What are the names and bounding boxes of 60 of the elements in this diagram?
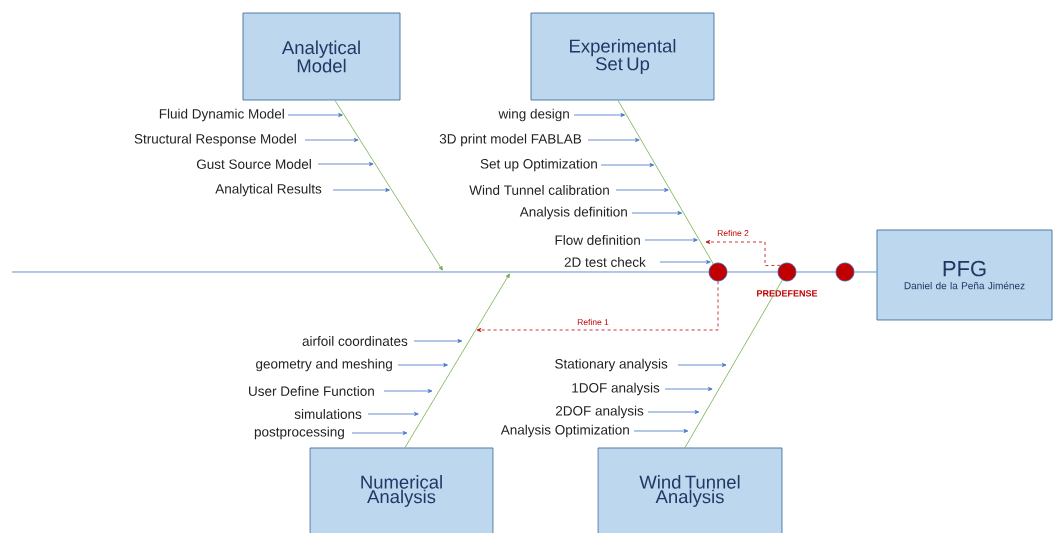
cause-label: User Define Function bbox=[249, 386, 374, 396]
dashed-arrow bbox=[476, 281, 719, 332]
arrow bbox=[573, 113, 626, 117]
cause-label: Gust Source Model bbox=[196, 159, 311, 169]
arrow bbox=[631, 211, 683, 215]
connector-line bbox=[727, 271, 778, 273]
category-box: Experimental Set Up bbox=[530, 12, 715, 101]
cause-label: postprocessing bbox=[254, 426, 344, 440]
arrow bbox=[334, 100, 443, 271]
connector-line bbox=[796, 271, 836, 273]
cause-label: Stationary analysis bbox=[555, 358, 668, 372]
cause-label: 2DOF analysis bbox=[555, 405, 644, 419]
connector-line bbox=[11, 271, 709, 273]
cause-label: simulations bbox=[294, 409, 362, 419]
cause-label: Structural Response Model bbox=[134, 133, 296, 147]
cause-label: Wind Tunnel calibration bbox=[469, 185, 609, 195]
cause-label: Flow definition bbox=[555, 235, 640, 245]
arrow bbox=[332, 188, 390, 192]
cause-label: Analytical Results bbox=[215, 183, 322, 197]
arrow bbox=[397, 363, 448, 367]
result-box: PFG Daniel de la Peña Jiménez bbox=[876, 229, 1053, 321]
arrow bbox=[644, 238, 698, 242]
cause-label: Analysis Optimization bbox=[500, 424, 629, 438]
arrow bbox=[647, 410, 700, 414]
arrow bbox=[677, 363, 727, 367]
milestone-label: PREDEFENSE bbox=[757, 290, 818, 297]
arrow bbox=[615, 188, 669, 192]
arrow bbox=[600, 163, 655, 167]
milestone-dot bbox=[708, 262, 728, 282]
category-box: Analytical Model bbox=[242, 12, 401, 101]
arrow bbox=[659, 260, 711, 264]
arrow bbox=[351, 431, 408, 435]
connector-line bbox=[854, 271, 877, 273]
dashed-arrow bbox=[705, 240, 781, 266]
arrow bbox=[304, 138, 359, 142]
arrow bbox=[633, 429, 689, 433]
connector-line bbox=[684, 279, 783, 448]
arrow bbox=[404, 273, 510, 448]
cause-label: 3D print model FABLAB bbox=[439, 133, 582, 147]
cause-label: Analysis definition bbox=[519, 206, 627, 220]
arrow bbox=[413, 339, 463, 343]
category-box: Numerical Analysis bbox=[309, 447, 494, 533]
edge-label: Refine 1 bbox=[576, 317, 610, 327]
cause-label: Set up Optimization bbox=[480, 158, 597, 172]
arrow bbox=[383, 389, 433, 393]
connector-line bbox=[617, 100, 714, 265]
cause-label: geometry and meshing bbox=[256, 358, 392, 372]
cause-label: airfoil coordinates bbox=[302, 336, 408, 346]
cause-label: Fluid Dynamic Model bbox=[159, 108, 284, 122]
category-box: Wind Tunnel Analysis bbox=[597, 447, 783, 533]
edge-label: Refine 2 bbox=[716, 228, 750, 238]
arrow bbox=[664, 387, 713, 391]
milestone-dot bbox=[835, 262, 855, 282]
cause-label: wing design bbox=[498, 108, 569, 122]
arrow bbox=[317, 162, 374, 166]
cause-label: 2D test check bbox=[564, 257, 646, 267]
arrow bbox=[587, 138, 640, 142]
cause-label: 1DOF analysis bbox=[572, 382, 660, 396]
arrow bbox=[367, 412, 419, 416]
arrow bbox=[287, 113, 343, 117]
